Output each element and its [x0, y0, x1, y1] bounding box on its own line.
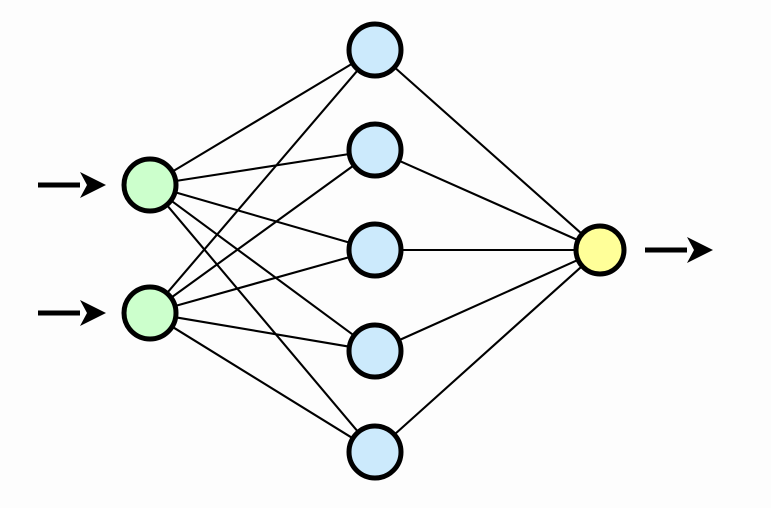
input-node-circle-1[interactable] [121, 156, 179, 214]
edge-i2-h5 [172, 326, 353, 439]
edge-h1-o1 [394, 67, 582, 235]
edge-h5-o1 [394, 265, 583, 435]
node-o1[interactable] [573, 223, 627, 277]
out-arrow-1-head [687, 237, 713, 263]
input-node-circle-2[interactable] [121, 284, 179, 342]
hidden-node-circle-3[interactable] [346, 221, 404, 279]
edge-i2-h1 [166, 69, 359, 294]
output-node-circle-1[interactable] [573, 223, 627, 277]
hidden-node-circle-5[interactable] [346, 423, 404, 481]
edge-i2-h3 [175, 256, 350, 307]
edge-h2-o1 [399, 160, 578, 241]
edge-i1-h1 [172, 63, 353, 172]
nodes-group [121, 21, 627, 481]
node-i1[interactable] [121, 156, 179, 214]
hidden-node-circle-4[interactable] [346, 322, 404, 380]
edge-i1-h5 [166, 204, 359, 433]
edges-group [166, 63, 583, 439]
node-h3[interactable] [346, 221, 404, 279]
edge-h4-o1 [399, 259, 578, 341]
edge-i1-h2 [176, 153, 349, 182]
hidden-node-circle-1[interactable] [346, 21, 404, 79]
hidden-node-circle-2[interactable] [346, 121, 404, 179]
node-i2[interactable] [121, 284, 179, 342]
node-h5[interactable] [346, 423, 404, 481]
edge-i1-h3 [175, 191, 350, 244]
edge-i2-h4 [176, 316, 349, 348]
io-arrows-group [38, 172, 713, 326]
edge-i2-h2 [171, 165, 354, 298]
in-arrow-2-head [80, 300, 106, 326]
node-h2[interactable] [346, 121, 404, 179]
edge-i1-h4 [171, 200, 354, 336]
node-h1[interactable] [346, 21, 404, 79]
in-arrow-1-head [80, 172, 106, 198]
node-h4[interactable] [346, 322, 404, 380]
